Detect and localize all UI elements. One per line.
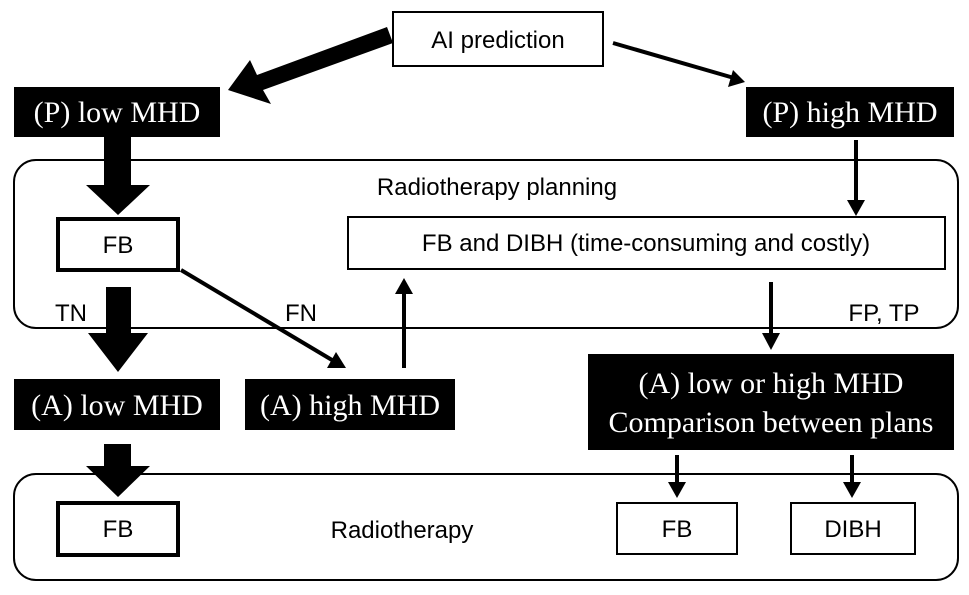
planning-group-title: Radiotherapy planning [377,174,617,201]
arrow-pred-low-to-fb-plan [86,137,150,215]
arrow-fbdibh-to-compare-head [762,333,780,350]
ai-prediction-label: AI prediction [431,27,564,54]
actual-low-box [14,379,220,430]
ai-prediction-box [392,11,604,67]
actual-compare-line2: Comparison between plans [609,406,934,439]
actual-high-label: (A) high MHD [260,389,440,422]
fn-label: FN [285,300,317,327]
dibh-treatment-label: DIBH [824,516,881,543]
tn-label: TN [55,300,87,327]
planning-group-box [13,159,959,329]
arrow-actual-high-to-fbdibh-head [395,278,413,294]
actual-compare-box [588,354,954,450]
actual-compare-line1: (A) low or high MHD [639,367,904,400]
fb-treatment-left-box [56,501,180,557]
actual-high-box [245,379,455,430]
arrow-fb-plan-to-actual-high-line [179,268,334,362]
treatment-group-box [13,473,959,581]
arrow-actual-low-to-fb-treatment [86,444,150,497]
fb-dibh-plan-label: FB and DIBH (time-consuming and costly) [422,230,870,257]
arrow-fb-plan-to-actual-low [88,287,148,372]
arrow-compare-to-fb-head [668,482,686,498]
actual-low-label: (A) low MHD [31,389,203,422]
treatment-group-title: Radiotherapy [331,517,474,544]
dibh-treatment-box [790,502,916,555]
arrow-ai-to-pred-high-head [728,70,745,87]
fb-plan-box [56,217,180,272]
fb-treatment-right-box [616,502,738,555]
predicted-high-label: (P) high MHD [762,96,937,129]
arrow-compare-to-dibh-head [843,482,861,498]
predicted-high-box [746,87,954,137]
predicted-low-box [14,87,220,137]
fp-tp-label: FP, TP [848,300,919,327]
fb-dibh-plan-box [347,216,946,270]
predicted-low-label: (P) low MHD [34,96,201,129]
arrow-pred-high-to-fbdibh-head [847,200,865,216]
arrow-fb-plan-to-actual-high-head [327,352,346,368]
arrow-ai-to-pred-low [228,27,393,104]
fb-treatment-left-label: FB [103,516,134,543]
arrow-ai-to-pred-high-line [612,41,735,80]
fb-treatment-right-label: FB [662,516,693,543]
fb-plan-label: FB [103,232,134,259]
